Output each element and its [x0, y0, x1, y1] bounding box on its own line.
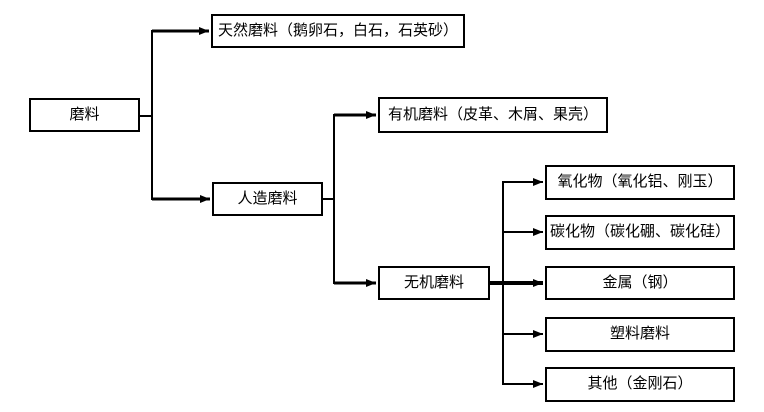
node-metal-label: 金属（钢） [602, 274, 678, 291]
node-natural-abrasive-label: 天然磨料（鹅卵石，白石，石英砂） [217, 22, 458, 39]
node-organic-abrasive: 有机磨料（皮革、木屑、果壳） [378, 97, 608, 133]
node-carbide: 碳化物（碳化硼、碳化硅） [545, 215, 735, 250]
node-metal: 金属（钢） [545, 266, 735, 300]
node-plastic-abrasive: 塑料磨料 [545, 317, 735, 352]
node-carbide-label: 碳化物（碳化硼、碳化硅） [549, 224, 730, 240]
node-inorganic-abrasive: 无机磨料 [378, 266, 490, 300]
node-abrasive: 磨料 [29, 98, 140, 132]
node-inorganic-abrasive-label: 无机磨料 [403, 274, 464, 291]
node-artificial-abrasive-label: 人造磨料 [237, 190, 298, 207]
node-oxide-label: 氧化物（氧化铝、刚玉） [557, 174, 723, 190]
node-natural-abrasive: 天然磨料（鹅卵石，白石，石英砂） [211, 14, 465, 48]
node-organic-abrasive-label: 有机磨料（皮革、木屑、果壳） [387, 106, 598, 123]
node-artificial-abrasive: 人造磨料 [212, 182, 323, 216]
node-other-label: 其他（金刚石） [587, 376, 693, 392]
node-oxide: 氧化物（氧化铝、刚玉） [545, 165, 735, 200]
node-abrasive-label: 磨料 [69, 106, 100, 123]
node-other: 其他（金刚石） [545, 367, 735, 402]
node-plastic-abrasive-label: 塑料磨料 [609, 326, 670, 342]
